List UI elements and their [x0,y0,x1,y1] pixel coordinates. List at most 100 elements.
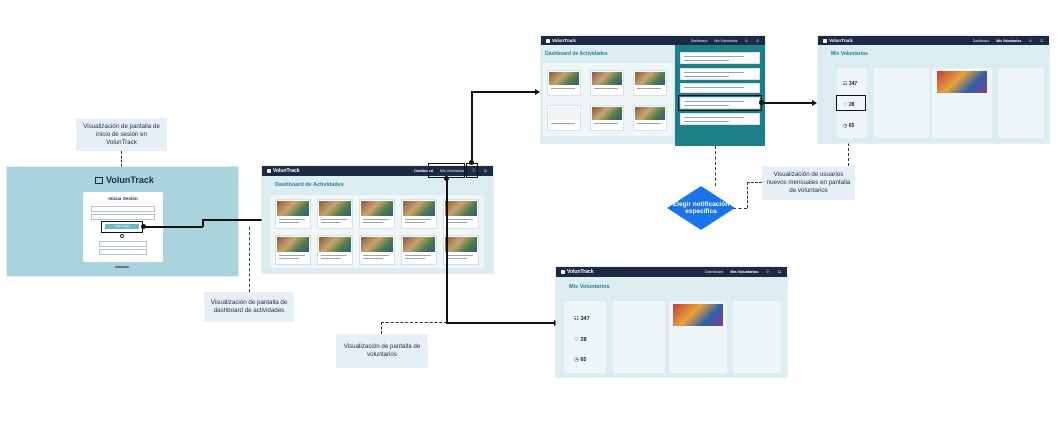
wire-login-2 [202,219,204,227]
user-icon[interactable]: ☺ [482,168,488,174]
navbar-brand: VolunTrack [823,38,853,43]
activity-card[interactable] [359,235,395,265]
notif-navbar: VolunTrack Dashboard Mis Voluntarios ♧ ☺ [541,36,765,45]
brand-name: VolunTrack [273,168,300,174]
clock-icon: ◷ [843,123,848,129]
nav-dashboard[interactable]: Dashboard [972,38,990,43]
notification-item[interactable] [680,52,760,64]
nav-dashboard[interactable]: Dashboard [690,38,708,43]
nav-volunteers[interactable]: Mis Voluntarios [996,38,1022,43]
wire-bell-right [471,91,537,93]
arrow-to-notifications [535,89,540,95]
users-icon: ☷ [843,81,848,87]
connector-dot-volunteers [444,176,449,181]
nav-volunteers[interactable]: Mis Voluntarios [440,169,465,173]
wire-vol-right [446,322,556,324]
users-icon: ☷ [574,316,579,322]
clock-icon: ◷ [574,357,579,363]
connector-dot-notif [759,100,764,105]
user-icon[interactable]: ☺ [776,269,782,275]
stat-total-value: 347 [848,81,858,87]
heart-icon: ♡ [843,102,848,108]
activity-card[interactable] [317,199,353,229]
activity-card[interactable] [547,70,581,96]
activity-card[interactable] [359,199,395,229]
brand-name: VolunTrack [106,175,154,185]
volunteer-photo [937,71,987,93]
navbar-links: Dashboard Mis Voluntarios ♧ ☺ [705,269,782,275]
caption-volunteers: Visualización de pantalla de voluntarios [336,334,428,368]
other-login-button[interactable] [99,249,147,255]
login-button[interactable]: Iniciar Sesión [105,224,139,229]
nav-volunteers[interactable]: Mis Voluntarios [714,38,738,43]
activity-card[interactable] [401,235,437,265]
dash-volunteers-h [381,322,447,323]
stat-clock-value: 65 [848,123,855,129]
volunteers-screen: VolunTrack Dashboard Mis Voluntarios ♧ ☺… [556,267,787,377]
brand-logo-icon [546,38,550,43]
google-login-button[interactable] [99,241,147,247]
wire-bell-up [471,91,473,162]
connector-dot-bell [469,160,474,165]
navbar-brand: VolunTrack [546,38,576,43]
activity-card[interactable] [633,70,667,96]
notification-highlight [678,95,762,111]
nav-dashboard[interactable]: Dashboard [704,270,724,274]
nav-dashboard[interactable]: Dashboard [414,169,434,173]
activity-card[interactable] [590,70,624,96]
activity-card[interactable] [317,235,353,265]
arrow-to-top-volunteers [812,100,817,106]
register-link[interactable] [115,266,129,268]
dashboard-navbar: VolunTrack Dashboard Mis Voluntarios ♧ ☺ [262,166,493,176]
dashboard-page-title: Dashboard de Actividades [275,182,344,188]
activity-card[interactable] [275,199,311,229]
volunteers-top-screen: VolunTrack Dashboard Mis Voluntarios ♧ ☺… [818,36,1049,143]
password-field[interactable] [91,214,155,220]
nav-volunteers[interactable]: Mis Voluntarios [730,270,759,274]
user-icon[interactable]: ☺ [1039,38,1044,43]
bell-icon[interactable]: ♧ [471,168,476,174]
navbar-brand: VolunTrack [561,269,594,275]
brand-logo-icon [561,270,565,274]
wire-login-1 [144,226,203,228]
dash-newusers-h [747,182,762,183]
activity-card[interactable] [590,105,624,131]
navbar-links: Dashboard Mis Voluntarios ♧ ☺ [973,38,1044,44]
stat-total-value: 347 [580,316,590,322]
activity-card[interactable] [401,199,437,229]
stats-summary-panel [998,68,1044,138]
notification-item[interactable] [680,68,760,80]
stat-total: ☷ 347 [843,81,857,87]
bell-icon[interactable]: ♧ [765,269,770,275]
stats-panel: ☷ 347 ♡ 28 ◷ 65 [837,68,867,138]
login-card: Iniciar Sesión Iniciar Sesión [83,192,163,262]
notification-item-selected[interactable] [680,97,760,109]
brand-name: VolunTrack [567,269,594,275]
caption-dashboard: Visualización de pantalla de dashboard d… [204,292,294,322]
activity-card[interactable] [443,199,479,229]
dash-login [121,151,122,167]
volunteers-page-title: Mis Voluntarios [831,51,868,57]
brand-name: VolunTrack [552,38,576,43]
bell-icon[interactable]: ♧ [744,37,749,43]
dash-decision-right [733,208,747,209]
dash-volunteers-v [381,322,382,334]
notification-item[interactable] [680,113,760,125]
divider-circle-icon [120,234,124,238]
activity-card[interactable] [443,235,479,265]
volunteers-table-panel [613,301,665,373]
caption-login: Visualización de pantalla de inicio de s… [76,118,167,151]
email-field[interactable] [91,206,155,212]
notification-item[interactable] [680,83,760,93]
login-brand: VolunTrack [95,175,154,185]
stat-clock-value: 65 [580,357,587,363]
dashboard-page-title: Dashboard de Actividades [545,51,608,57]
bell-icon[interactable]: ♧ [1028,37,1033,43]
stat-hearts: ♡ 28 [843,102,854,108]
activity-card[interactable] [275,235,311,265]
activity-card[interactable] [547,105,581,131]
vol-navbar: VolunTrack Dashboard Mis Voluntarios ♧ ☺ [556,267,787,277]
decision-shape [667,186,735,230]
activity-card[interactable] [633,105,667,131]
user-icon[interactable]: ☺ [755,38,760,43]
